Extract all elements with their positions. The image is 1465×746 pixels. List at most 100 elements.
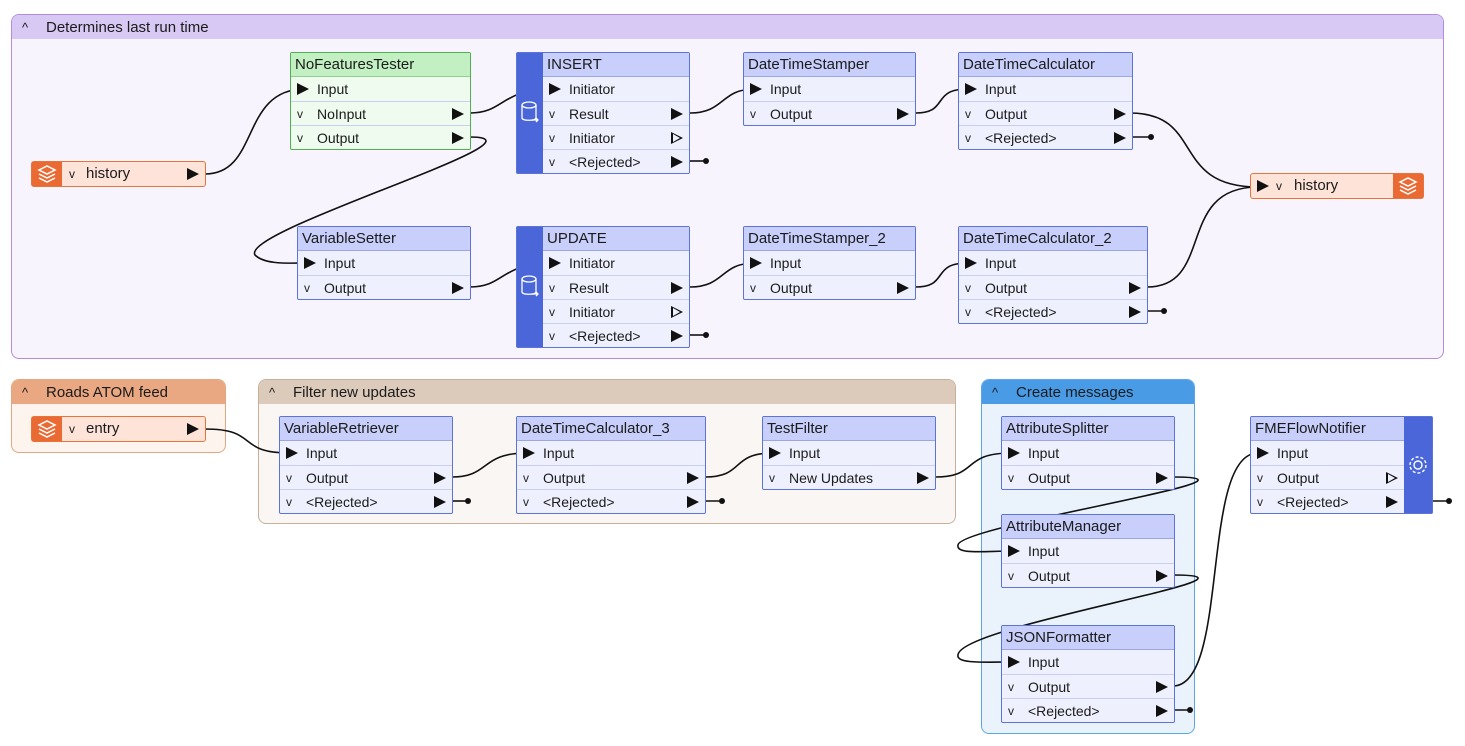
output-port-arrow[interactable] — [917, 472, 929, 484]
output-port[interactable]: v<Rejected> — [959, 299, 1147, 323]
transformer-title[interactable]: INSERT — [543, 53, 689, 77]
transformer-title[interactable]: VariableSetter — [298, 227, 470, 251]
output-port-arrow[interactable] — [452, 132, 464, 144]
input-port-arrow[interactable] — [304, 257, 316, 269]
output-port[interactable]: v<Rejected> — [543, 149, 689, 173]
transformer-title[interactable]: TestFilter — [763, 417, 935, 441]
chevron-down-icon[interactable]: v — [1008, 471, 1014, 485]
output-port-arrow[interactable] — [1129, 306, 1141, 318]
input-port-arrow[interactable] — [1008, 656, 1020, 668]
chevron-down-icon[interactable]: v — [769, 471, 775, 485]
input-port-arrow[interactable] — [750, 83, 762, 95]
input-port-arrow[interactable] — [549, 257, 561, 269]
transformer-title[interactable]: DateTimeCalculator — [959, 53, 1132, 77]
chevron-down-icon[interactable]: v — [965, 131, 971, 145]
transformer-title[interactable]: AttributeSplitter — [1002, 417, 1174, 441]
output-port[interactable]: v<Rejected> — [517, 489, 705, 513]
chevron-down-icon[interactable]: v — [523, 471, 529, 485]
output-port-arrow[interactable] — [187, 423, 199, 435]
transformer-title[interactable]: AttributeManager — [1002, 515, 1174, 539]
input-port[interactable]: Input — [1002, 441, 1174, 465]
input-port[interactable]: Input — [291, 77, 470, 101]
chevron-down-icon[interactable]: v — [549, 305, 555, 319]
input-port[interactable]: Input — [1002, 539, 1174, 563]
output-port-arrow[interactable] — [1386, 496, 1398, 508]
transformer-title[interactable]: DateTimeStamper — [744, 53, 915, 77]
output-port-arrow[interactable] — [1156, 472, 1168, 484]
transformer-title[interactable]: DateTimeStamper_2 — [744, 227, 915, 251]
input-port-arrow[interactable] — [1257, 447, 1269, 459]
chevron-down-icon[interactable]: v — [1008, 680, 1014, 694]
input-port[interactable]: Input — [763, 441, 935, 465]
bookmark-last-run[interactable]: ^ Determines last run time — [11, 14, 1444, 359]
bookmark-header[interactable]: ^ Filter new updates — [259, 380, 955, 404]
output-port-arrow[interactable] — [671, 108, 683, 120]
input-port[interactable]: Input — [517, 441, 705, 465]
input-port-arrow[interactable] — [1008, 447, 1020, 459]
transformer-title[interactable]: NoFeaturesTester — [291, 53, 470, 77]
chevron-down-icon[interactable]: v — [304, 281, 310, 295]
output-port-arrow[interactable] — [1386, 472, 1398, 484]
collapse-icon[interactable]: ^ — [992, 384, 999, 400]
output-port-arrow[interactable] — [687, 472, 699, 484]
output-port-arrow[interactable] — [187, 168, 199, 180]
output-port[interactable]: v<Rejected> — [543, 323, 689, 347]
chevron-down-icon[interactable]: v — [549, 131, 555, 145]
bookmark-header[interactable]: ^ Roads ATOM feed — [12, 380, 225, 404]
input-port-arrow[interactable] — [286, 447, 298, 459]
transformer-title[interactable]: JSONFormatter — [1002, 626, 1174, 650]
input-port[interactable]: Input — [298, 251, 470, 275]
chevron-down-icon[interactable]: v — [549, 281, 555, 295]
chevron-down-icon[interactable]: v — [549, 329, 555, 343]
output-port-arrow[interactable] — [897, 282, 909, 294]
bookmark-header[interactable]: ^ Determines last run time — [12, 15, 1443, 39]
chevron-down-icon[interactable]: v — [286, 471, 292, 485]
output-port-arrow[interactable] — [1156, 570, 1168, 582]
chevron-down-icon[interactable]: v — [1257, 495, 1263, 509]
output-port-arrow[interactable] — [1114, 108, 1126, 120]
chevron-down-icon[interactable]: v — [549, 107, 555, 121]
chevron-down-icon[interactable]: v — [69, 167, 75, 181]
output-port-arrow[interactable] — [671, 156, 683, 168]
input-port[interactable]: Input — [744, 251, 915, 275]
transformer-title[interactable]: VariableRetriever — [280, 417, 452, 441]
input-port-arrow[interactable] — [1008, 545, 1020, 557]
chevron-down-icon[interactable]: v — [297, 131, 303, 145]
input-port[interactable]: Input — [1002, 650, 1174, 674]
input-port-arrow[interactable] — [297, 83, 309, 95]
chevron-down-icon[interactable]: v — [750, 107, 756, 121]
input-port[interactable]: Input — [744, 77, 915, 101]
chevron-down-icon[interactable]: v — [1008, 704, 1014, 718]
transformer-title[interactable]: DateTimeCalculator_2 — [959, 227, 1147, 251]
chevron-down-icon[interactable]: v — [1276, 179, 1282, 193]
output-port-arrow[interactable] — [671, 306, 683, 318]
input-port[interactable]: Input — [1251, 441, 1404, 465]
input-port[interactable]: Input — [959, 251, 1147, 275]
input-port-arrow[interactable] — [549, 83, 561, 95]
